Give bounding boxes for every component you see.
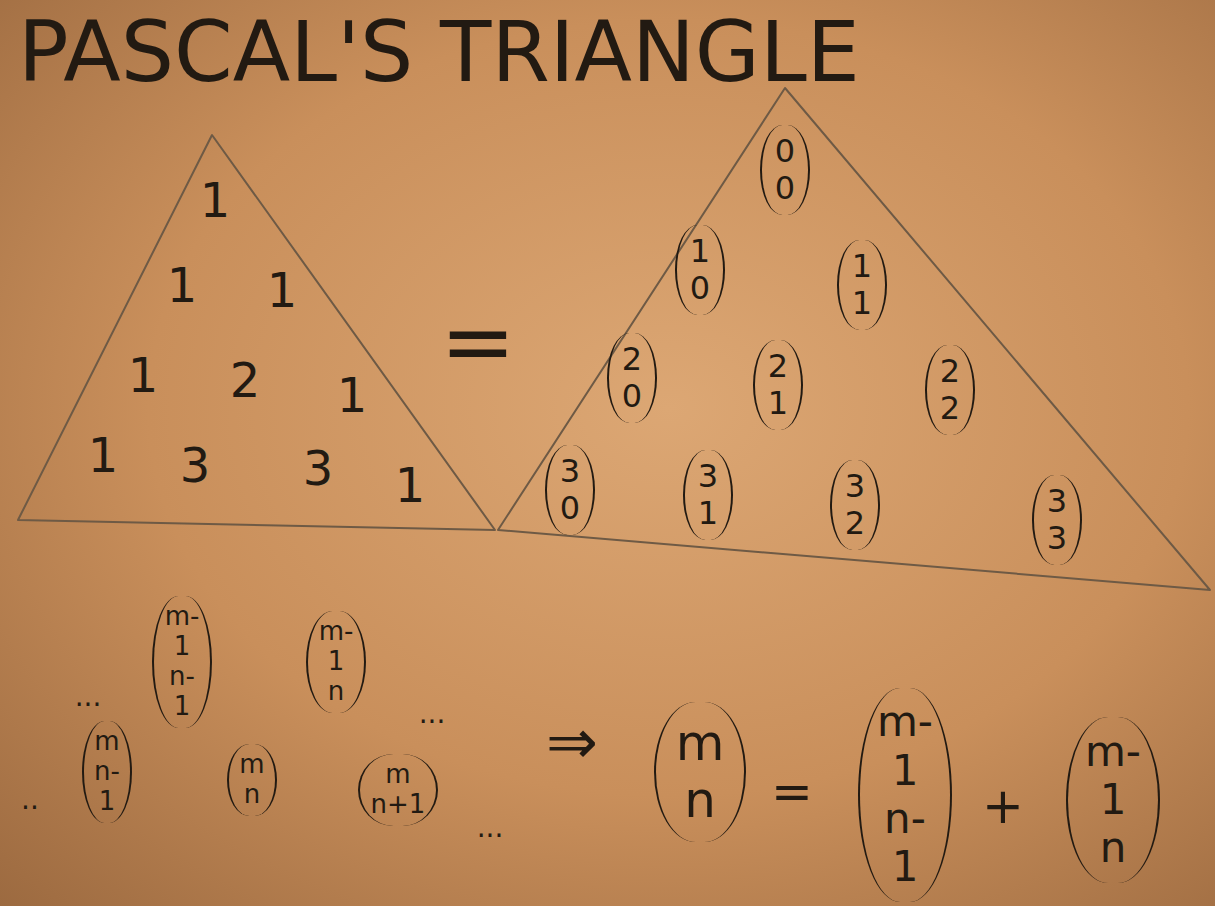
binomial-label: m-1 n-1: [877, 698, 933, 891]
binomial-parentheses: 3 2: [830, 460, 880, 550]
triangle-number: 1: [128, 351, 159, 399]
binomial-entry: 3 3: [1047, 483, 1067, 557]
triangle-number: 2: [230, 356, 261, 404]
symbol-label: =: [440, 297, 515, 387]
binomial-parentheses: m-1 n: [306, 611, 366, 714]
binomial-entry: 1 0: [690, 233, 710, 307]
binomial-parentheses: 3 0: [545, 445, 595, 535]
binomial-entry: 3 1: [698, 458, 718, 532]
binomial-label: m n: [239, 750, 264, 810]
triangle-number: 1: [337, 371, 368, 419]
binomial-parentheses: 0 0: [760, 125, 810, 215]
binomial-parentheses: 3 1: [683, 450, 733, 540]
triangle-number: 3: [180, 441, 211, 489]
binomial-parentheses: 2 1: [753, 340, 803, 430]
binomial-label: m-1 n-1: [165, 602, 200, 722]
binomial-parentheses: m n: [654, 702, 747, 842]
triangle-number: 3: [303, 444, 334, 492]
symbol-label: +: [982, 781, 1024, 831]
triangle-outline-path: [18, 135, 495, 530]
title: PASCAL'S TRIANGLE: [18, 10, 860, 94]
binomial-entry: 3 2: [845, 468, 865, 542]
binomial-entry: 2 0: [622, 341, 642, 415]
binomial-entry: 1 1: [852, 248, 872, 322]
binomial-entry: 3 0: [560, 453, 580, 527]
binomial-parentheses: m-1 n-1: [152, 596, 212, 729]
triangle-number: 1: [395, 461, 426, 509]
symbol-label: ...: [419, 700, 446, 728]
triangle-outline-path: [498, 88, 1210, 590]
symbol-label: ...: [75, 683, 102, 711]
triangle-number: 1: [167, 261, 198, 309]
binomial-parentheses: 1 1: [837, 240, 887, 330]
triangle-number: 1: [200, 176, 231, 224]
binomial-parentheses: 3 3: [1032, 475, 1082, 565]
triangle-node: 0 0 1 0 1 1 2 0 2 1 2 2 3 0 3 1 3 2 3 3: [495, 85, 1213, 595]
triangle-number: 1: [267, 266, 298, 314]
symbol-label: ⇒: [546, 711, 598, 773]
binomial-label: m n: [676, 715, 725, 830]
binomial-label: m-1 n: [319, 617, 354, 707]
triangle-number: 1: [88, 431, 119, 479]
binomial-entry: 2 1: [768, 348, 788, 422]
binomial-parentheses: m n+1: [358, 754, 438, 827]
binomial-parentheses: m n: [227, 744, 277, 817]
triangle-node: 1111211331: [15, 130, 500, 535]
binomial-parentheses: m-1 n-1: [858, 688, 952, 902]
symbol-label: =: [771, 767, 813, 817]
binomial-label: m n+1: [371, 760, 426, 820]
symbol-label: ..: [21, 786, 39, 814]
binomial-entry: 0 0: [775, 133, 795, 207]
binomial-parentheses: m-1 n: [1066, 717, 1160, 883]
binomial-parentheses: 2 2: [925, 345, 975, 435]
binomial-parentheses: 2 0: [607, 333, 657, 423]
binomial-label: m-1 n: [1085, 728, 1141, 873]
binomial-parentheses: 1 0: [675, 225, 725, 315]
binomial-parentheses: m n-1: [82, 721, 133, 824]
binomial-entry: 2 2: [940, 353, 960, 427]
symbol-label: ...: [477, 814, 504, 842]
binomial-label: m n-1: [94, 727, 120, 817]
